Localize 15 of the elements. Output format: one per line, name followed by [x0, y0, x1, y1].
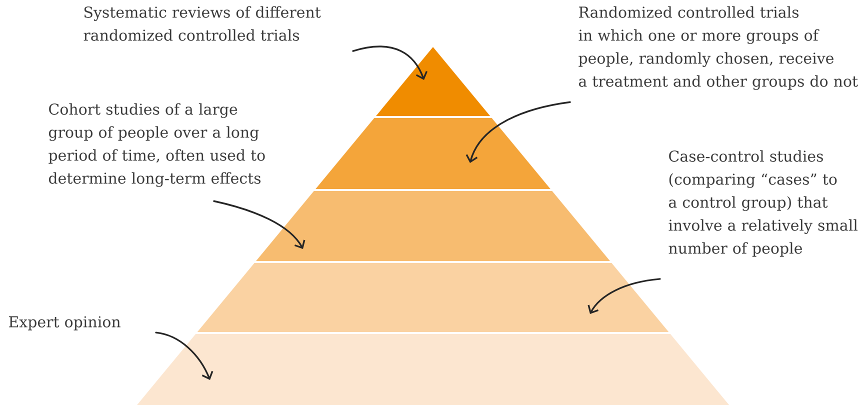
annotation-text: Cohort studies of a large group of people over a long period of time, often used to determine long-term effects — [48, 103, 265, 187]
annotation-text: Case-control studies (comparing “cases” to a control group) that involve a relatively small number of people — [668, 150, 858, 257]
leader-arrow — [155, 332, 214, 380]
annotation-text: Expert opinion — [9, 316, 120, 330]
leader-arrow — [466, 101, 571, 163]
annotation-text: Randomized controlled trials in which one or more groups of people, randomly chosen, receive a treatment and other groups do not — [578, 6, 858, 90]
pyramid-tier — [316, 118, 550, 189]
leader-arrow — [352, 46, 428, 80]
pyramid-tier — [376, 47, 490, 116]
pyramid-tier — [197, 263, 669, 332]
annotation-text: Systematic reviews of different randomized controlled trials — [84, 6, 321, 41]
leader-arrow — [588, 278, 661, 314]
pyramid-tier — [256, 191, 610, 261]
leader-arrow — [213, 200, 306, 249]
pyramid-tier — [136, 334, 730, 405]
